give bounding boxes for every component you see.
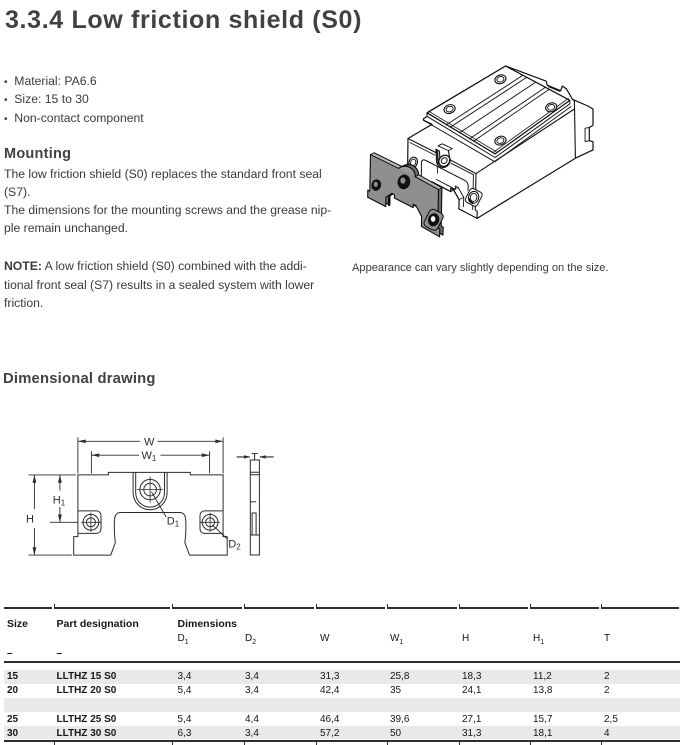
svg-text:H: H (26, 514, 34, 526)
svg-text:H1: H1 (53, 494, 66, 507)
svg-text:W1: W1 (142, 450, 157, 463)
svg-text:D1: D1 (167, 516, 180, 529)
svg-text:D2: D2 (228, 539, 241, 552)
svg-text:T: T (251, 451, 258, 463)
svg-text:W: W (144, 436, 155, 448)
